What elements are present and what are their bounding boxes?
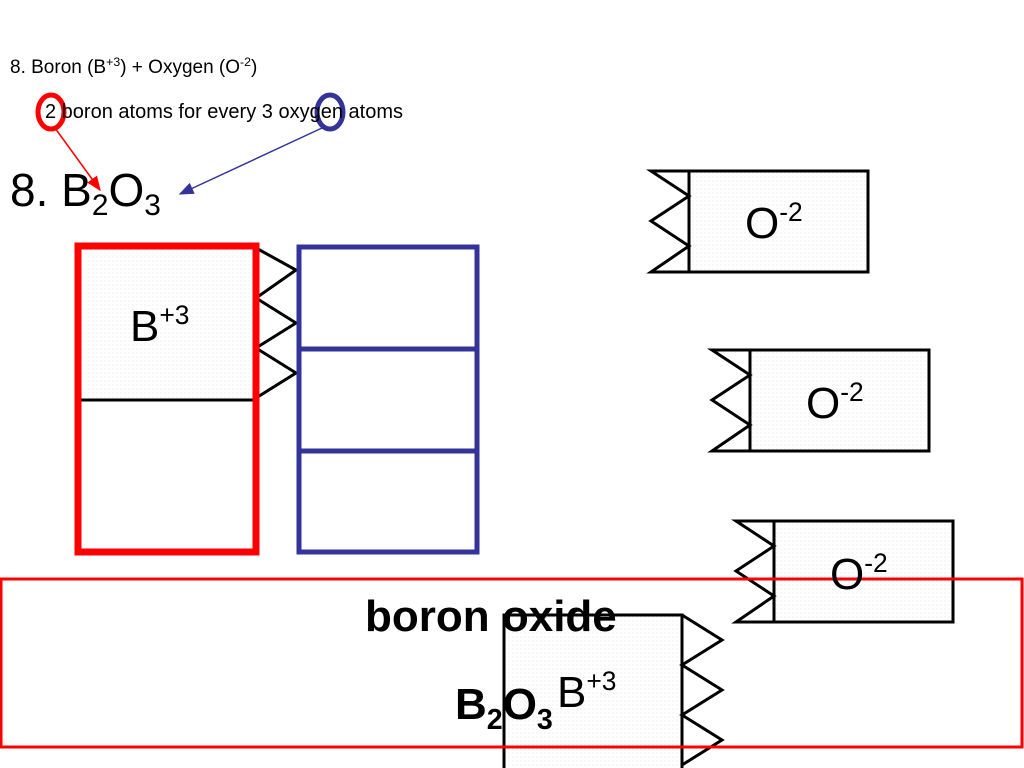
compound-formula: B2O3 — [455, 680, 553, 737]
ratio-text: boron atoms for every — [56, 101, 262, 123]
symbol: O — [806, 379, 841, 429]
oxygen-count: 3 — [261, 101, 273, 123]
formula-text: O — [108, 164, 145, 216]
oxygen-tile-3-label: O-2 — [830, 548, 888, 600]
problem-title: 8. Boron (B+3) + Oxygen (O-2) — [10, 55, 257, 79]
ratio-statement: 2 boron atoms for every 3 oxygen atoms — [45, 101, 403, 124]
symbol: O — [745, 199, 780, 249]
symbol: B — [130, 302, 160, 352]
oxygen-count-highlight — [314, 92, 346, 132]
formula-heading: 8. B2O3 — [10, 163, 161, 223]
oxygen-count-arrow — [178, 127, 323, 195]
boron-tile-bottom-label: B+3 — [557, 666, 616, 718]
boron-count-arrow — [54, 127, 101, 192]
compound-name: boron oxide — [365, 592, 617, 641]
oxygen-tile-2 — [706, 348, 931, 453]
title-text: 8. Boron (B — [10, 56, 107, 78]
boron-count-highlight — [35, 92, 67, 132]
boron-tile-bottom — [502, 613, 725, 768]
boron-tile-label: B+3 — [130, 300, 189, 352]
oxygen-group-outline — [296, 244, 480, 555]
charge: +3 — [586, 666, 617, 696]
oxygen-charge: -2 — [240, 55, 252, 69]
symbol: O — [830, 550, 865, 600]
formula-text: O — [502, 680, 537, 729]
charge: -2 — [864, 548, 888, 578]
boron-charge: +3 — [106, 55, 121, 69]
boron-subscript: 2 — [91, 188, 109, 222]
oxygen-subscript: 3 — [536, 704, 553, 736]
charge: -2 — [840, 377, 864, 407]
boron-subscript: 2 — [486, 704, 503, 736]
charge: +3 — [159, 300, 190, 330]
result-box — [0, 577, 1024, 749]
ratio-text: oxygen atoms — [272, 101, 403, 123]
oxygen-tile-1-label: O-2 — [745, 197, 803, 249]
boron-group-outline — [74, 242, 260, 556]
boron-tile-upper — [76, 246, 299, 402]
title-text: ) — [251, 56, 258, 78]
formula-text: B — [455, 680, 487, 729]
oxygen-tile-3 — [730, 519, 955, 624]
boron-tile-lower — [76, 398, 258, 554]
boron-count: 2 — [45, 101, 57, 123]
formula-text: 8. B — [10, 164, 92, 216]
symbol: B — [557, 668, 587, 718]
title-text: ) + Oxygen (O — [120, 56, 241, 78]
oxygen-tile-1 — [645, 169, 870, 274]
oxygen-subscript: 3 — [144, 188, 161, 222]
oxygen-tile-2-label: O-2 — [806, 377, 864, 429]
charge: -2 — [779, 197, 803, 227]
